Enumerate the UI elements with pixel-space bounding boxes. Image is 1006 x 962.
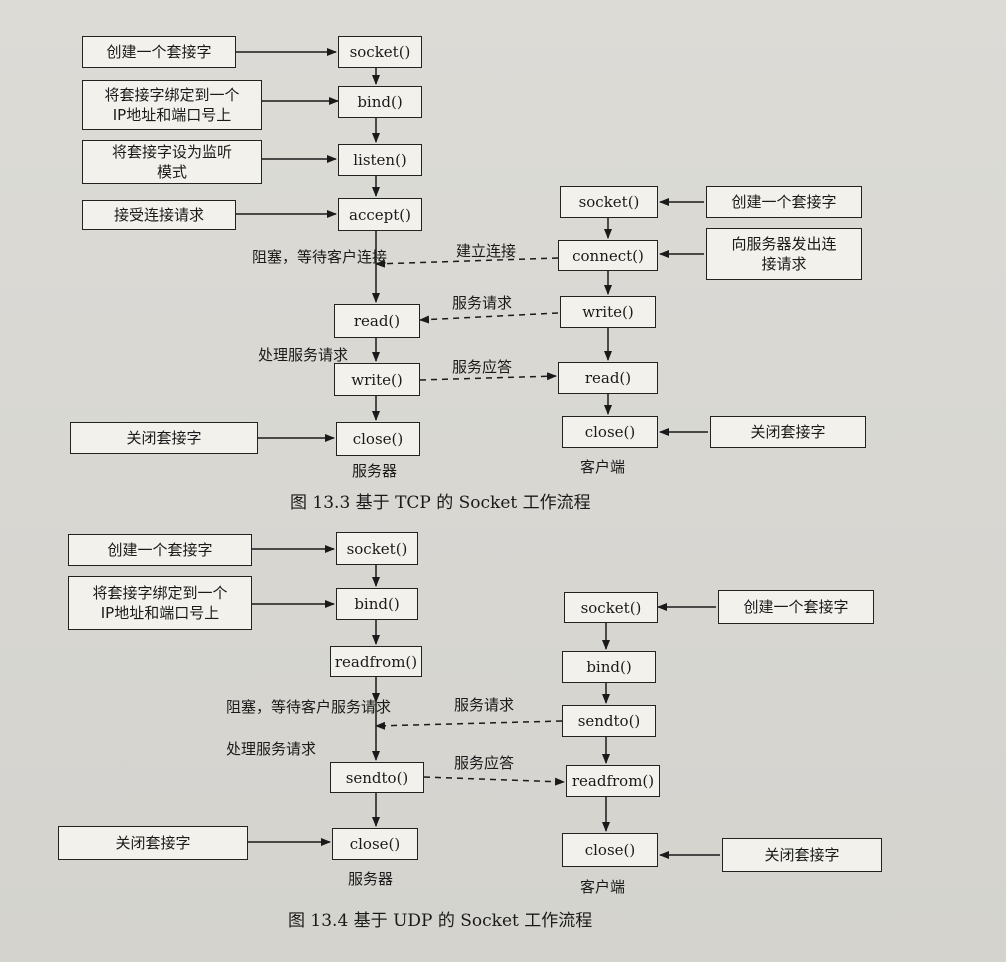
tcp-client-note-create-text: 创建一个套接字 <box>731 193 837 211</box>
tcp-note-listen: 将套接字设为监听 模式 <box>82 140 262 184</box>
udp-server-readfrom: readfrom() <box>330 646 422 677</box>
udp-server-close: close() <box>332 828 418 860</box>
tcp-note-bind: 将套接字绑定到一个 IP地址和端口号上 <box>82 80 262 130</box>
udp-server-bind-text: bind() <box>354 595 400 613</box>
tcp-note-close-text: 关闭套接字 <box>126 429 202 447</box>
tcp-note-accept-text: 接受连接请求 <box>113 206 204 224</box>
udp-client-note-close-text: 关闭套接字 <box>764 846 840 864</box>
udp-note-create: 创建一个套接字 <box>68 534 252 566</box>
tcp-client-note-close-text: 关闭套接字 <box>750 423 826 441</box>
tcp-client-read: read() <box>558 362 658 394</box>
udp-label-block: 阻塞，等待客户服务请求 <box>226 698 392 716</box>
udp-client-socket-text: socket() <box>580 598 642 617</box>
tcp-server-bind: bind() <box>338 86 422 118</box>
udp-server-label: 服务器 <box>348 870 394 888</box>
tcp-label-establish: 建立连接 <box>456 242 517 260</box>
tcp-server-listen: listen() <box>338 144 422 176</box>
tcp-client-close-text: close() <box>584 423 636 441</box>
tcp-caption: 图 13.3 基于 TCP 的 Socket 工作流程 <box>290 493 591 513</box>
udp-client-sendto-text: sendto() <box>577 712 641 730</box>
tcp-client-note-connect: 向服务器发出连 接请求 <box>706 228 862 280</box>
tcp-server-close-text: close() <box>352 430 404 448</box>
tcp-note-close: 关闭套接字 <box>70 422 258 454</box>
udp-server-socket-text: socket() <box>346 539 408 558</box>
udp-note-close-text: 关闭套接字 <box>115 834 191 852</box>
tcp-label-process: 处理服务请求 <box>258 346 349 364</box>
tcp-server-read-text: read() <box>353 312 401 330</box>
udp-client-note-close: 关闭套接字 <box>722 838 882 872</box>
udp-client-readfrom: readfrom() <box>566 765 660 797</box>
udp-note-close: 关闭套接字 <box>58 826 248 860</box>
udp-client-note-create: 创建一个套接字 <box>718 590 874 624</box>
tcp-client-note-create: 创建一个套接字 <box>706 186 862 218</box>
tcp-client-read-text: read() <box>584 369 632 387</box>
tcp-server-label: 服务器 <box>352 462 398 480</box>
tcp-note-listen-text: 将套接字设为监听 模式 <box>111 143 232 181</box>
udp-server-socket: socket() <box>336 532 418 565</box>
udp-client-sendto: sendto() <box>562 705 656 737</box>
udp-client-bind: bind() <box>562 651 656 683</box>
tcp-server-read: read() <box>334 304 420 338</box>
tcp-note-bind-text: 将套接字绑定到一个 IP地址和端口号上 <box>104 86 240 124</box>
udp-client-readfrom-text: readfrom() <box>571 772 655 790</box>
tcp-server-write: write() <box>334 363 420 396</box>
tcp-client-note-close: 关闭套接字 <box>710 416 866 448</box>
udp-client-socket: socket() <box>564 592 658 623</box>
tcp-client-socket: socket() <box>560 186 658 218</box>
tcp-server-accept: accept() <box>338 198 422 231</box>
tcp-client-label: 客户端 <box>580 458 626 476</box>
udp-note-bind: 将套接字绑定到一个 IP地址和端口号上 <box>68 576 252 630</box>
udp-server-close-text: close() <box>349 835 401 853</box>
tcp-server-write-text: write() <box>351 370 403 389</box>
tcp-client-note-connect-text: 向服务器发出连 接请求 <box>731 235 837 273</box>
tcp-server-socket-text: socket() <box>349 43 411 61</box>
udp-note-bind-text: 将套接字绑定到一个 IP地址和端口号上 <box>92 584 228 622</box>
tcp-label-block: 阻塞，等待客户连接 <box>252 248 388 266</box>
udp-client-close-text: close() <box>584 841 636 859</box>
tcp-server-bind-text: bind() <box>357 93 403 111</box>
udp-label-process: 处理服务请求 <box>226 740 317 758</box>
tcp-server-listen-text: listen() <box>353 151 407 169</box>
udp-client-note-create-text: 创建一个套接字 <box>743 598 849 616</box>
tcp-note-create: 创建一个套接字 <box>82 36 236 68</box>
udp-server-sendto: sendto() <box>330 762 424 793</box>
tcp-client-socket-text: socket() <box>578 193 640 211</box>
tcp-note-create-text: 创建一个套接字 <box>106 43 212 61</box>
tcp-client-close: close() <box>562 416 658 448</box>
tcp-client-connect-text: connect() <box>572 246 644 265</box>
tcp-server-close: close() <box>336 422 420 456</box>
tcp-client-write-text: write() <box>582 303 634 321</box>
tcp-label-response: 服务应答 <box>452 358 513 376</box>
udp-server-bind: bind() <box>336 588 418 620</box>
udp-server-sendto-text: sendto() <box>345 768 409 787</box>
udp-client-bind-text: bind() <box>586 658 632 676</box>
udp-client-close: close() <box>562 833 658 867</box>
udp-label-request: 服务请求 <box>454 696 515 714</box>
udp-client-label: 客户端 <box>580 878 626 896</box>
tcp-client-connect: connect() <box>558 240 658 271</box>
tcp-label-request: 服务请求 <box>452 294 513 312</box>
udp-caption: 图 13.4 基于 UDP 的 Socket 工作流程 <box>288 911 593 931</box>
udp-label-response: 服务应答 <box>454 754 515 772</box>
tcp-note-accept: 接受连接请求 <box>82 200 236 230</box>
udp-note-create-text: 创建一个套接字 <box>107 541 213 559</box>
tcp-server-accept-text: accept() <box>349 205 411 224</box>
tcp-server-socket: socket() <box>338 36 422 68</box>
udp-server-readfrom-text: readfrom() <box>334 652 418 671</box>
tcp-client-write: write() <box>560 296 656 328</box>
